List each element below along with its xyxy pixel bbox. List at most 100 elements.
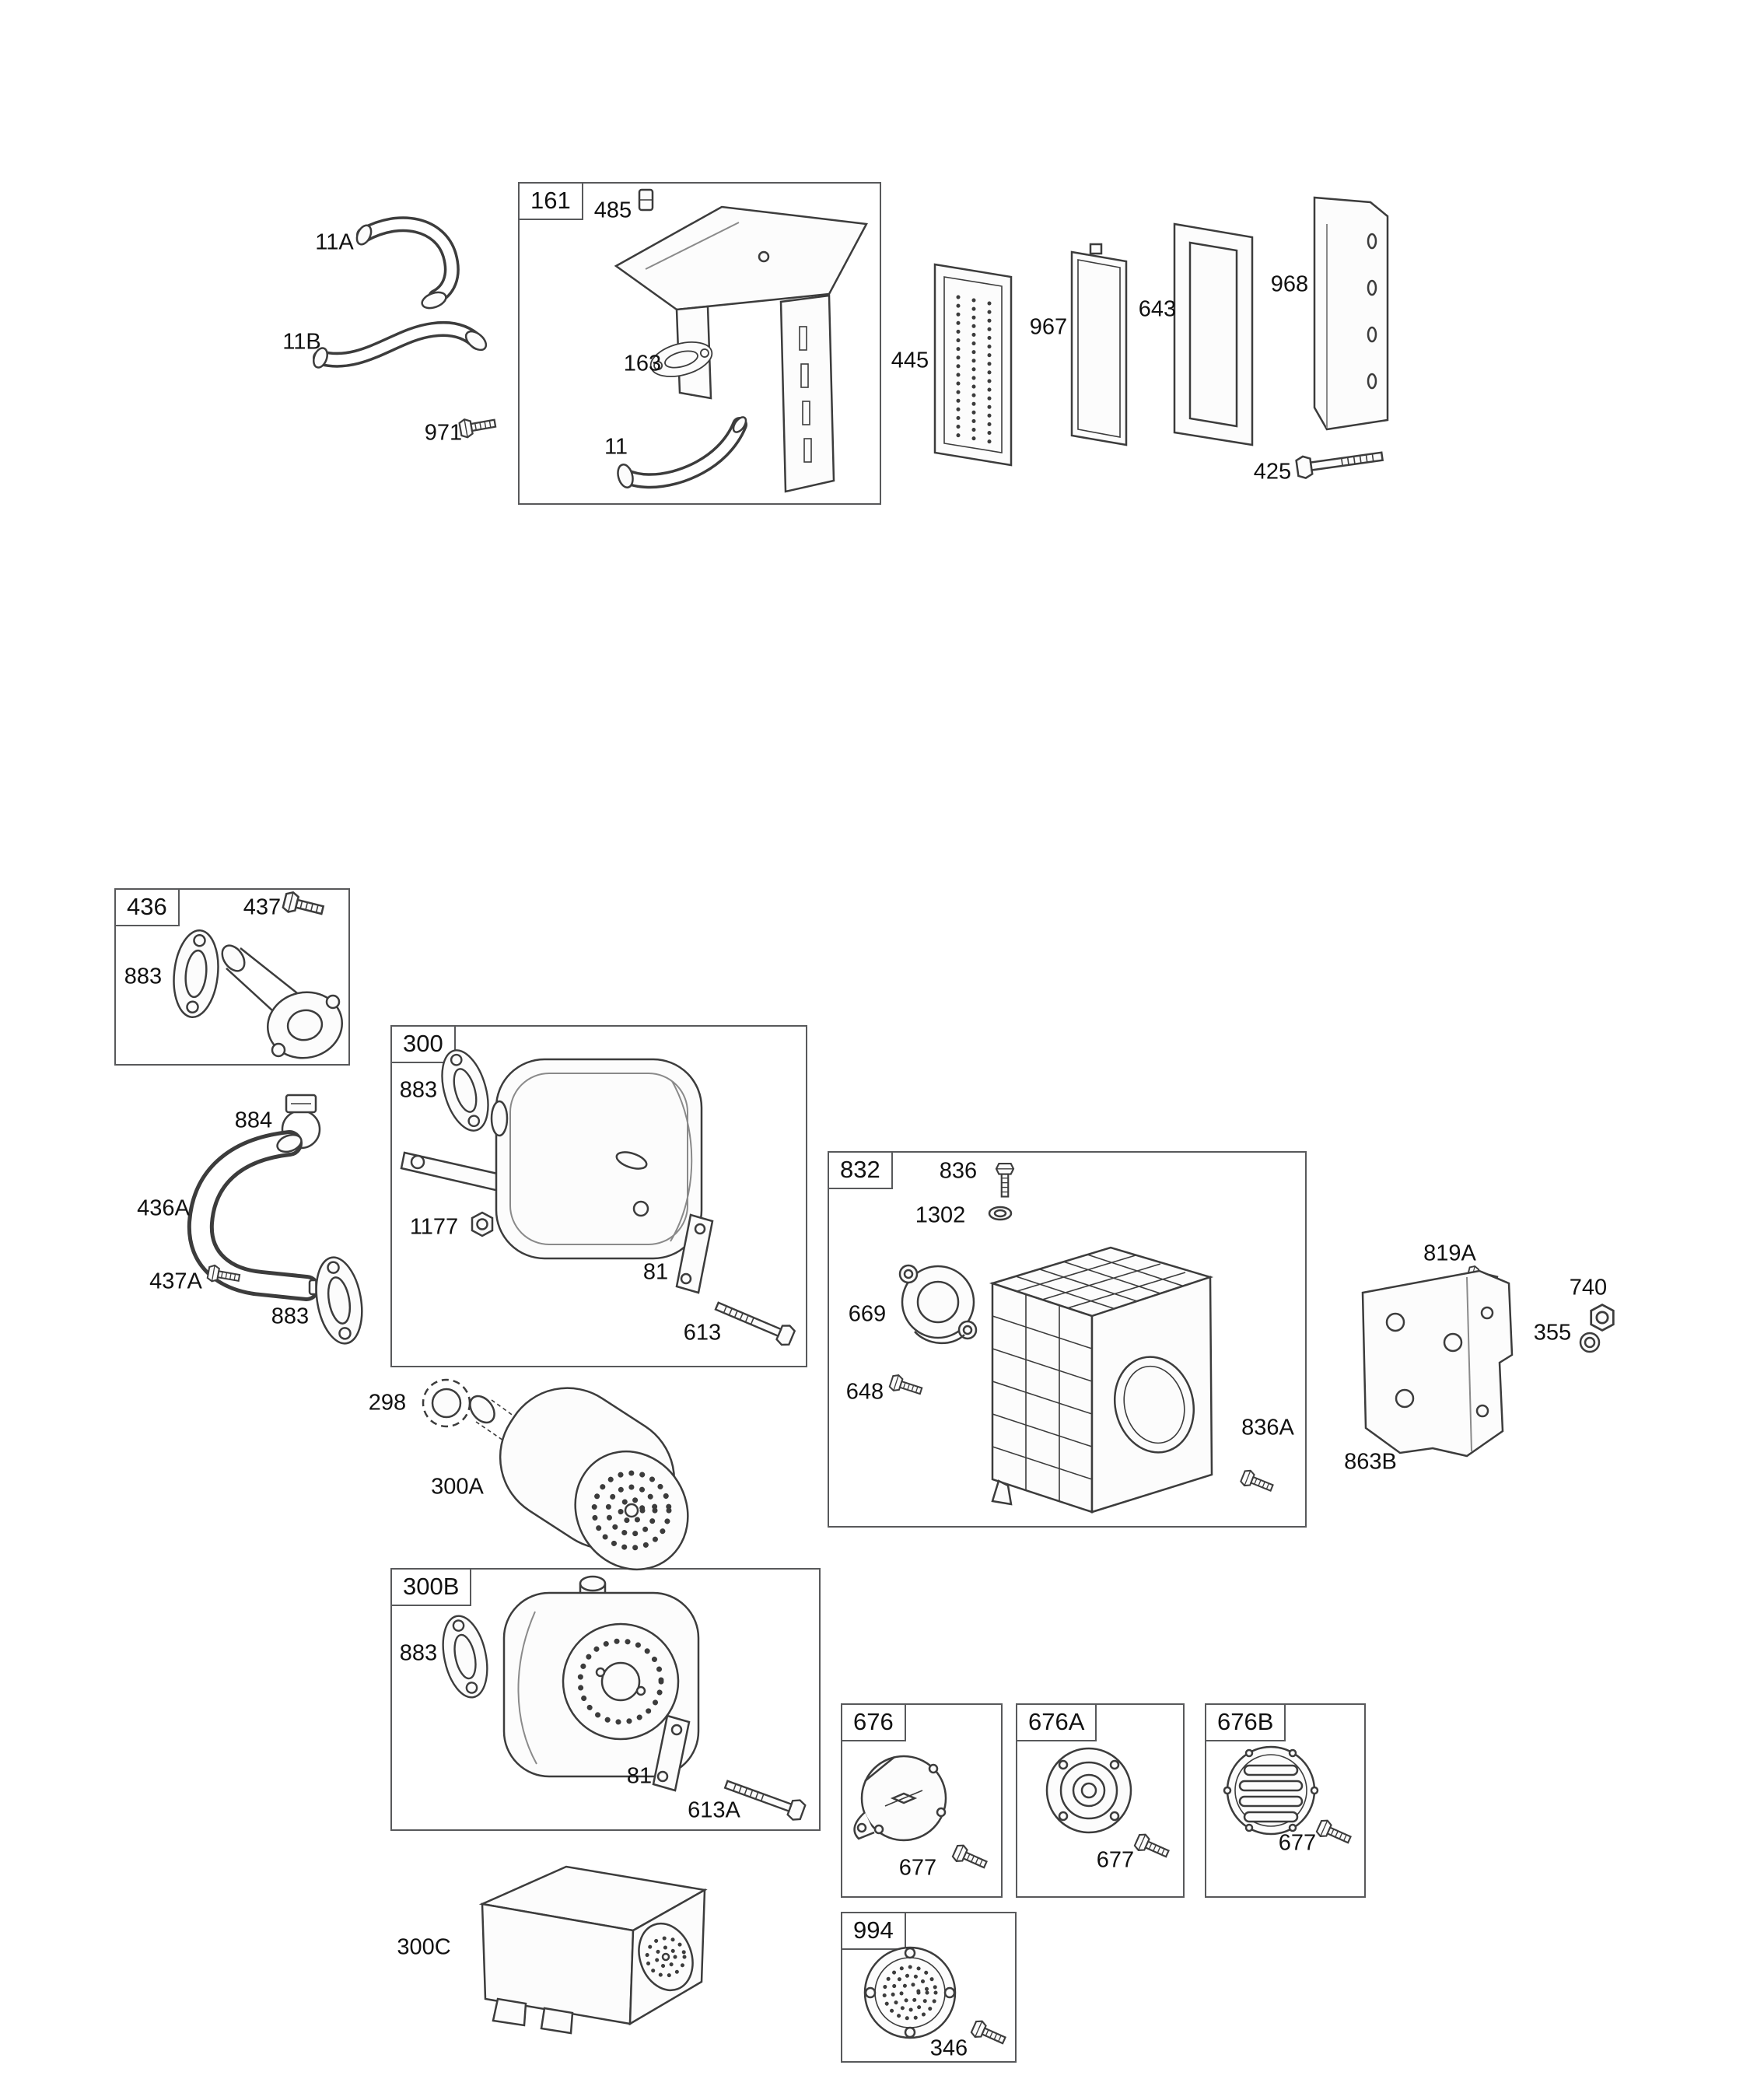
part-label-883-436: 883: [124, 964, 163, 989]
air-cleaner-body-832: [989, 1246, 1214, 1514]
gasket-883-436a: [309, 1252, 369, 1349]
exhaust-tube-436: [221, 944, 344, 1059]
part-label-863B: 863B: [1344, 1449, 1397, 1475]
cover-676a: [1045, 1747, 1132, 1834]
group-tag-994: 994: [841, 1912, 906, 1950]
group-box-161: 161: [518, 182, 881, 505]
exhaust-pipe-11b: [313, 321, 488, 369]
air-cleaner-cover-968: [1313, 196, 1389, 431]
exhaust-pipe-11: [617, 416, 747, 489]
part-label-346: 346: [929, 2035, 968, 2061]
group-tag-436: 436: [114, 888, 180, 926]
bracket-863b: [1361, 1269, 1514, 1458]
screen-994: [863, 1946, 957, 2039]
group-box-300: 300: [390, 1025, 807, 1367]
nut-1177: [471, 1211, 494, 1237]
part-label-425: 425: [1253, 459, 1292, 485]
part-label-437A: 437A: [149, 1269, 202, 1294]
gasket-883-300: [432, 1044, 498, 1137]
part-label-648: 648: [845, 1379, 884, 1405]
part-label-883-436A: 883: [271, 1304, 310, 1329]
part-label-677-676A: 677: [1096, 1847, 1135, 1873]
lock-washer-298: [422, 1378, 471, 1428]
part-label-11: 11: [604, 434, 628, 460]
group-tag-300: 300: [390, 1025, 456, 1063]
muffler-300a: [469, 1387, 689, 1571]
part-label-11A: 11A: [315, 229, 354, 255]
group-tag-300B: 300B: [390, 1568, 472, 1606]
part-label-613: 613: [683, 1320, 722, 1346]
fastener-485: [638, 188, 654, 212]
muffler-300: [490, 1058, 703, 1260]
part-label-836: 836: [939, 1158, 978, 1184]
part-label-1177: 1177: [409, 1214, 459, 1240]
group-box-676A: 676A: [1016, 1703, 1185, 1898]
filter-frame-643: [1173, 222, 1254, 446]
strap-81-300: [675, 1213, 714, 1294]
part-label-643: 643: [1138, 296, 1177, 322]
screw-677-676: [950, 1842, 990, 1874]
part-label-298: 298: [368, 1390, 407, 1416]
bolt-613: [712, 1295, 797, 1349]
part-label-81-300: 81: [642, 1259, 669, 1285]
cover-676: [853, 1755, 947, 1842]
muffler-300b: [502, 1575, 700, 1778]
air-filter-445: [933, 263, 1013, 467]
group-tag-676A: 676A: [1016, 1703, 1097, 1741]
part-label-163: 163: [623, 351, 662, 376]
part-label-836A: 836A: [1241, 1415, 1294, 1440]
part-label-1302: 1302: [915, 1202, 966, 1228]
part-label-437: 437: [243, 894, 282, 920]
group-box-676: 676: [841, 1703, 1003, 1898]
part-label-355: 355: [1533, 1320, 1572, 1346]
gasket-883-436: [169, 927, 223, 1020]
screw-677-676b: [1314, 1817, 1354, 1849]
part-label-677-676B: 677: [1278, 1830, 1317, 1856]
part-label-968: 968: [1270, 271, 1309, 297]
part-label-883-300: 883: [399, 1077, 438, 1103]
group-box-676B: 676B: [1205, 1703, 1366, 1898]
group-box-300B: 300B: [390, 1568, 821, 1831]
group-box-436: 436: [114, 888, 350, 1066]
part-label-883-300B: 883: [399, 1640, 438, 1666]
muffler-300c: [478, 1865, 708, 2035]
breather-hose-436a: [187, 1130, 338, 1301]
part-label-677-676: 677: [898, 1855, 937, 1881]
screw-836: [995, 1162, 1015, 1198]
cover-676b: [1223, 1745, 1319, 1836]
screw-648: [887, 1373, 925, 1400]
part-label-436A: 436A: [137, 1195, 190, 1221]
part-label-11B: 11B: [282, 329, 321, 355]
part-label-485: 485: [593, 198, 632, 223]
gasket-883-300b: [435, 1611, 495, 1703]
screw-836a: [1239, 1468, 1276, 1496]
washer-1302: [988, 1206, 1013, 1221]
strap-81-300b: [652, 1714, 691, 1792]
part-label-740: 740: [1569, 1275, 1608, 1300]
part-label-884: 884: [234, 1108, 273, 1133]
group-box-832: 832: [828, 1151, 1307, 1528]
part-label-445: 445: [891, 348, 929, 373]
part-label-971: 971: [424, 420, 463, 446]
group-tag-676B: 676B: [1205, 1703, 1286, 1741]
group-tag-161: 161: [518, 182, 583, 220]
group-tag-676: 676: [841, 1703, 906, 1741]
screw-346: [969, 2018, 1009, 2049]
exhaust-pipe-11a: [355, 216, 460, 310]
bolt-437: [281, 890, 326, 921]
nut-740: [1590, 1304, 1615, 1332]
part-label-669: 669: [848, 1301, 887, 1327]
part-label-613A: 613A: [688, 1797, 740, 1823]
screw-971: [457, 413, 498, 439]
part-label-81-300B: 81: [626, 1763, 653, 1789]
heat-shield-161: [614, 205, 868, 493]
screw-677-676a: [1132, 1831, 1172, 1863]
bolt-425: [1294, 444, 1385, 481]
group-tag-832: 832: [828, 1151, 893, 1189]
flange-669: [898, 1264, 978, 1345]
part-label-300C: 300C: [397, 1934, 451, 1960]
part-label-300A: 300A: [431, 1474, 484, 1500]
filter-panel-967: [1070, 243, 1128, 446]
